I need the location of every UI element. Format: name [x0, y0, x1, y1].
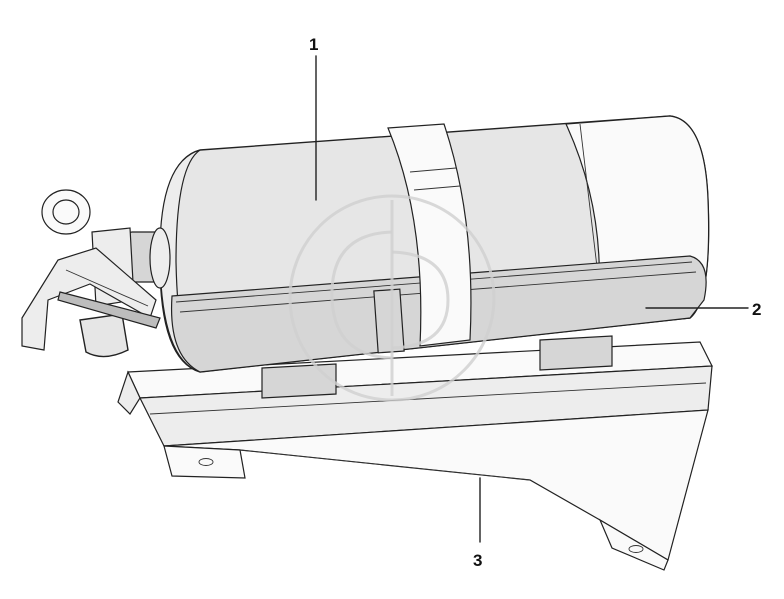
leader-lines: [315, 55, 749, 543]
valve-head: [21, 189, 171, 358]
support-blocks: [261, 335, 613, 399]
callout-1: 1: [309, 35, 318, 54]
callout-2: 2: [752, 300, 761, 319]
callout-3: 3: [473, 551, 482, 570]
gb-logo-watermark-icon: [288, 194, 496, 402]
mounting-bracket: [117, 341, 713, 571]
extinguisher-cylinder: [159, 115, 710, 373]
